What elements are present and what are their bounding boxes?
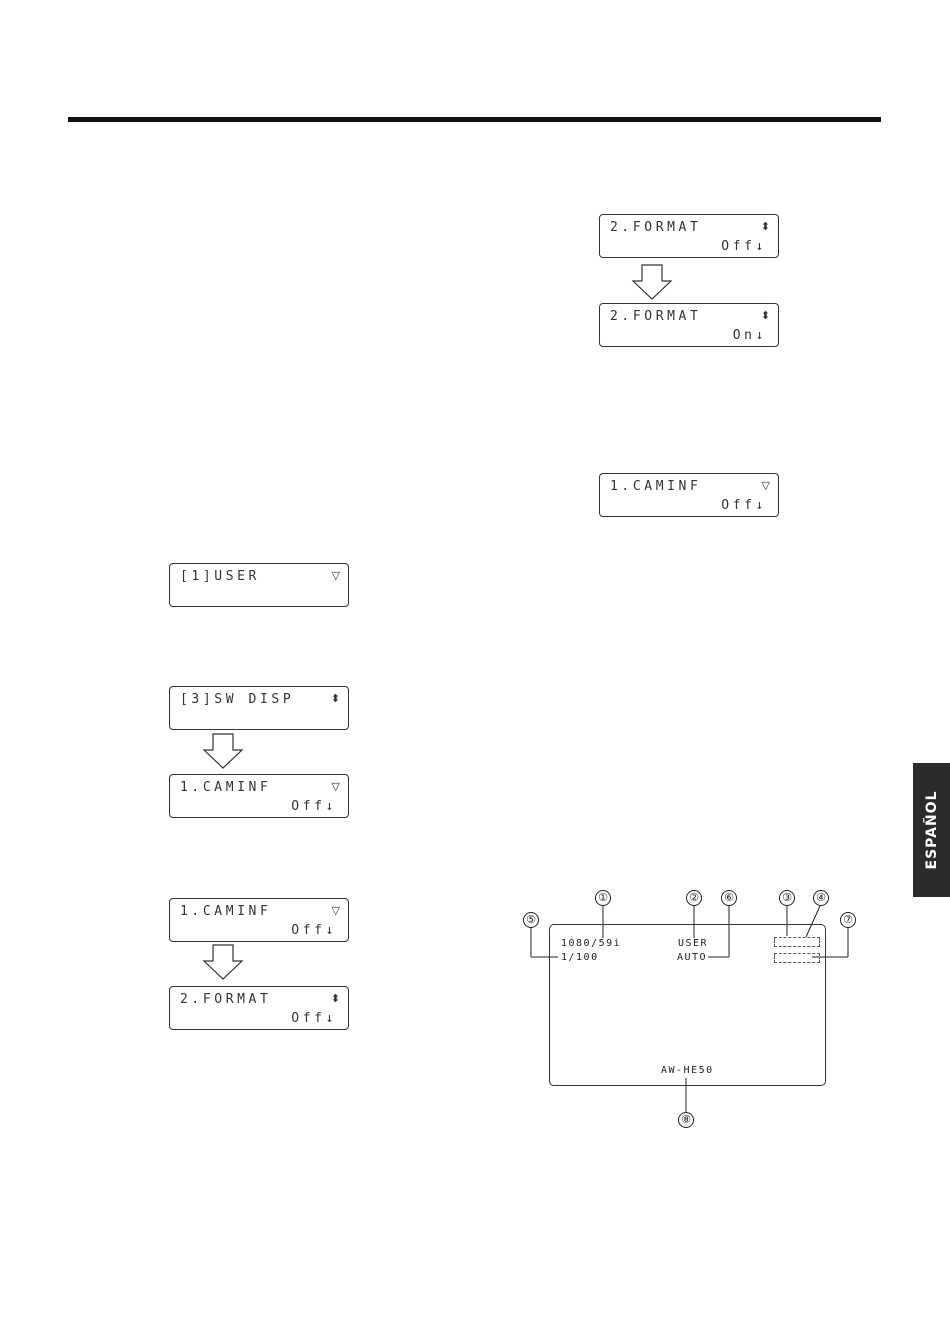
- callout-3: ③: [779, 890, 795, 906]
- callout-1: ①: [595, 890, 611, 906]
- shutter-text: 1/100: [561, 952, 599, 963]
- model-text: AW-HE50: [661, 1065, 714, 1076]
- callout-2: ②: [686, 890, 702, 906]
- indicator-box-upper: [774, 937, 820, 947]
- monitor-screen: 1080/59i 1/100 USER AUTO AW-HE50: [549, 924, 826, 1086]
- video-format-text: 1080/59i: [561, 938, 621, 949]
- callout-7: ⑦: [840, 912, 856, 928]
- callout-4: ④: [813, 890, 829, 906]
- indicator-box-lower: [774, 953, 820, 963]
- mode-text: AUTO: [677, 952, 707, 963]
- callout-5: ⑤: [523, 912, 539, 928]
- scene-text: USER: [678, 938, 708, 949]
- callout-6: ⑥: [721, 890, 737, 906]
- callout-8: ⑧: [678, 1112, 694, 1128]
